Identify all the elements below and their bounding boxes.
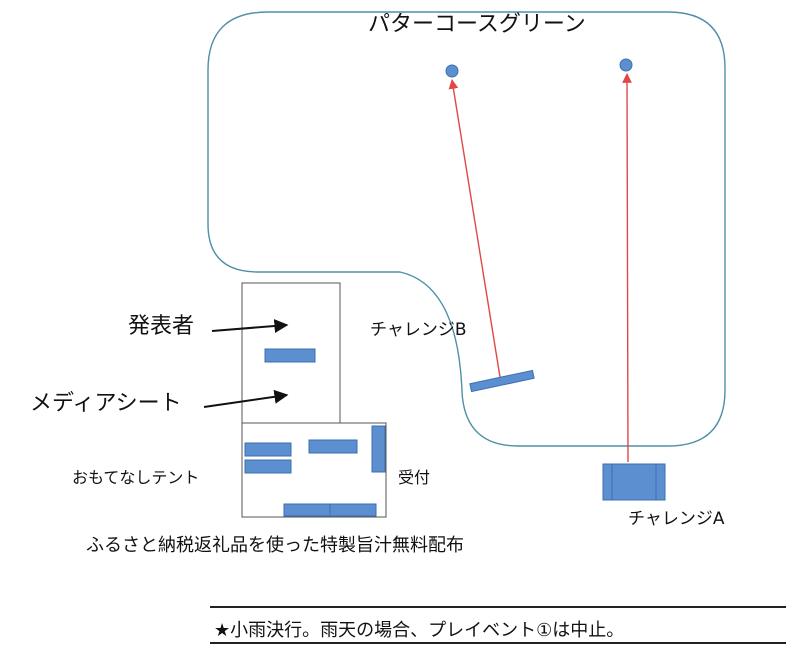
reception-label: 受付: [398, 468, 431, 487]
presenter-arrow: [211, 319, 289, 333]
presenter-table: [264, 348, 316, 363]
tent-table: [329, 503, 377, 517]
putting-green-outline: [207, 11, 726, 447]
giveaway-label: ふるさと納税返礼品を使った特製旨汁無料配布: [86, 535, 464, 556]
tent-table: [283, 503, 331, 517]
tent-table: [308, 439, 358, 454]
putting-green-label: パターコースグリーン: [368, 12, 586, 37]
reception-table: [371, 425, 386, 473]
hole-b: [445, 64, 459, 78]
tent-label: おもてなしテント: [72, 468, 200, 487]
hole-a: [619, 58, 633, 72]
challenge-b-mat: [469, 369, 535, 393]
challenge-b-label: チャレンジB: [370, 320, 467, 340]
weather-notice-box: ★小雨決行。雨天の場合、プレイベント①は中止。: [210, 606, 786, 644]
media-seat-arrow: [203, 389, 289, 408]
presenter-label: 発表者: [128, 314, 195, 339]
weather-notice-text: ★小雨決行。雨天の場合、プレイベント①は中止。: [214, 620, 625, 641]
tent-table: [244, 459, 292, 474]
trajectory-a: [622, 73, 632, 463]
challenge-a-label: チャレンジA: [628, 509, 725, 529]
trajectory-b: [448, 79, 501, 378]
challenge-a-mat: [602, 463, 666, 501]
tent-table: [244, 442, 292, 457]
media-seat-label: メディアシート: [30, 391, 182, 416]
